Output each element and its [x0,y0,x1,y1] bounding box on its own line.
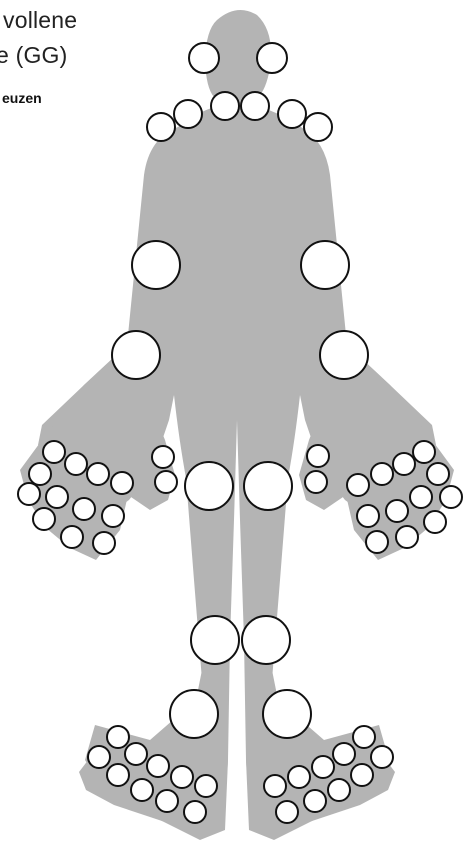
joint-toe[interactable] [353,726,375,748]
joint-toe[interactable] [195,775,217,797]
joint-toe[interactable] [147,755,169,777]
joint-finger[interactable] [307,445,329,467]
joint-sternoclavicular-left[interactable] [241,92,269,120]
joint-finger[interactable] [424,511,446,533]
joint-finger[interactable] [413,441,435,463]
joint-finger[interactable] [43,441,65,463]
joint-toe[interactable] [333,743,355,765]
joint-finger[interactable] [73,498,95,520]
joint-finger[interactable] [440,486,462,508]
joint-sternoclavicular-right[interactable] [211,92,239,120]
joint-finger[interactable] [65,453,87,475]
joint-finger[interactable] [366,531,388,553]
joint-knee-left[interactable] [244,462,292,510]
joint-toe[interactable] [107,726,129,748]
joint-shoulder-left-inner[interactable] [278,100,306,128]
joint-elbow-left[interactable] [301,241,349,289]
joint-toe[interactable] [184,801,206,823]
joint-finger[interactable] [46,486,68,508]
joint-toe[interactable] [171,766,193,788]
joint-finger[interactable] [155,471,177,493]
joint-toe[interactable] [88,746,110,768]
page-title-line-1: vollene [3,6,77,34]
joint-toe[interactable] [131,779,153,801]
joint-ankle-lower-right[interactable] [170,690,218,738]
joint-finger[interactable] [29,463,51,485]
joint-toe[interactable] [156,790,178,812]
joint-finger[interactable] [427,463,449,485]
joint-finger[interactable] [357,505,379,527]
instruction-text: euzen [2,90,42,106]
joint-finger[interactable] [33,508,55,530]
joint-toe[interactable] [351,764,373,786]
joint-finger[interactable] [393,453,415,475]
joint-toe[interactable] [304,790,326,812]
joint-finger[interactable] [87,463,109,485]
joint-toe[interactable] [107,764,129,786]
joint-ankle-upper-right[interactable] [191,616,239,664]
joint-toe[interactable] [328,779,350,801]
joint-shoulder-right-outer[interactable] [147,113,175,141]
joint-toe[interactable] [264,775,286,797]
joint-wrist-right[interactable] [112,331,160,379]
joint-finger[interactable] [18,483,40,505]
joint-finger[interactable] [61,526,83,548]
joint-shoulder-left-outer[interactable] [304,113,332,141]
joint-finger[interactable] [93,532,115,554]
joint-finger[interactable] [396,526,418,548]
joint-jaw-right[interactable] [189,43,219,73]
joint-toe[interactable] [125,743,147,765]
joint-ankle-lower-left[interactable] [263,690,311,738]
joint-finger[interactable] [305,471,327,493]
joint-finger[interactable] [371,463,393,485]
joint-knee-right[interactable] [185,462,233,510]
page-title-line-2: e (GG) [0,41,67,69]
joint-toe[interactable] [276,801,298,823]
joint-toe[interactable] [371,746,393,768]
joint-finger[interactable] [386,500,408,522]
joint-elbow-right[interactable] [132,241,180,289]
joint-finger[interactable] [102,505,124,527]
joint-jaw-left[interactable] [257,43,287,73]
joint-finger[interactable] [111,472,133,494]
body-silhouette [20,10,454,840]
joint-toe[interactable] [288,766,310,788]
joint-finger[interactable] [347,474,369,496]
joint-wrist-left[interactable] [320,331,368,379]
joint-finger[interactable] [152,446,174,468]
joint-toe[interactable] [312,756,334,778]
joint-shoulder-right-inner[interactable] [174,100,202,128]
joint-ankle-upper-left[interactable] [242,616,290,664]
joint-finger[interactable] [410,486,432,508]
